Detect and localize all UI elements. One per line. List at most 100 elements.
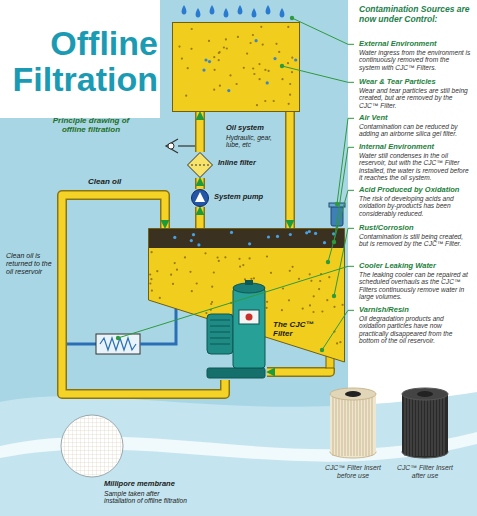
oil-particle — [213, 56, 215, 58]
leader-path — [282, 66, 354, 82]
water-drop — [266, 5, 271, 15]
oil-particle — [210, 309, 212, 311]
callout-text: Oil degradation products and oxidation p… — [359, 315, 471, 345]
water-line — [140, 308, 176, 344]
callout-text: Wear and tear particles are still being … — [359, 87, 471, 110]
oil-particle — [250, 42, 252, 44]
oil-particle — [326, 299, 328, 301]
oil-particle — [218, 59, 220, 61]
oil-particle — [211, 286, 213, 288]
leader-path — [328, 190, 354, 262]
oil-particle — [288, 299, 290, 301]
vent-body — [331, 206, 343, 226]
oil-particle — [333, 306, 335, 308]
insert-pleat — [339, 396, 340, 456]
oil-particle — [320, 273, 322, 275]
motor-fin — [210, 320, 230, 321]
air-space — [148, 228, 345, 248]
oil-particle — [328, 276, 330, 278]
leader-line — [326, 190, 354, 264]
leader-path — [337, 118, 354, 204]
oil-particle — [308, 230, 311, 233]
oil-particle — [218, 52, 220, 54]
oil-particle — [289, 270, 291, 272]
leader-path — [334, 147, 354, 242]
oil-particle — [281, 309, 283, 311]
oil-particle — [211, 301, 213, 303]
oil-particle — [208, 40, 210, 42]
motor-fin — [210, 332, 230, 333]
oil-particle — [230, 231, 233, 234]
insert-core — [345, 391, 361, 397]
oil-particle — [204, 58, 207, 61]
leader-line — [335, 118, 354, 206]
oil-particle — [266, 307, 268, 309]
insert-pleat — [366, 396, 367, 456]
oil-particle — [336, 342, 338, 344]
insert-pleat — [417, 396, 418, 456]
oil-particle — [298, 278, 300, 280]
motor-fin — [210, 344, 230, 345]
leader-dot — [335, 202, 339, 206]
oil-particle — [259, 78, 261, 80]
oil-particle — [292, 266, 294, 268]
oil-particle — [262, 44, 264, 46]
oil-particle — [287, 26, 289, 28]
oil-particle — [248, 242, 251, 245]
insert-pleat — [426, 396, 427, 456]
oil-particle — [242, 264, 244, 266]
oil-particle — [190, 239, 193, 242]
oil-particle — [156, 270, 158, 272]
oil-particle — [176, 269, 178, 271]
oil-particle — [204, 252, 206, 254]
membrane-grid — [62, 416, 122, 476]
oil-particle — [309, 273, 311, 275]
oil-particle — [197, 243, 200, 246]
node-note: Sample taken after installation of offli… — [104, 490, 190, 505]
leader-line — [290, 16, 354, 45]
pipe-outline — [195, 207, 205, 228]
node-label: CJC™ Filter Insert before use — [321, 464, 385, 480]
callout-heading: Rust/Corrosion — [359, 224, 471, 233]
oil-particle — [260, 26, 262, 28]
oil-particle — [205, 312, 207, 314]
oil-system-tank: Oil systemHydraulic, gear, lube, etc — [172, 22, 300, 112]
oil-particle — [202, 69, 205, 72]
oil-pipe — [200, 178, 201, 189]
cjc-filter-shape — [205, 280, 267, 380]
callout-heading: Internal Environment — [359, 143, 471, 152]
oil-particle — [287, 62, 289, 64]
cooler-symbol — [66, 308, 176, 354]
cooler-coil — [100, 338, 136, 350]
filter-insert-before: CJC™ Filter Insert before use — [326, 386, 380, 460]
water-drop — [252, 8, 257, 18]
oil-particle — [225, 38, 227, 40]
insert-pleat — [435, 396, 436, 456]
oil-particle — [342, 304, 344, 306]
leader-dot — [280, 64, 284, 68]
filter-base — [207, 368, 265, 378]
oil-particle — [223, 46, 225, 48]
oil-particle — [230, 302, 232, 304]
callout-heading: Cooler Leaking Water — [359, 262, 471, 271]
pipe-oil — [287, 112, 294, 228]
callout-text: Water still condenses in the oil reservo… — [359, 152, 471, 182]
oil-particle — [191, 290, 193, 292]
leader-line — [320, 310, 354, 352]
motor — [207, 314, 233, 354]
oil-particle — [264, 69, 266, 71]
insert-pleat — [438, 396, 439, 456]
insert-pleat — [369, 396, 370, 456]
callout-heading: Wear & Tear Particles — [359, 78, 471, 87]
leader-dot — [332, 294, 336, 298]
oil-particle — [173, 236, 176, 239]
node-label: Oil system — [226, 124, 278, 133]
inline-filter: Inline filter — [187, 152, 213, 178]
leader-path — [292, 18, 354, 44]
water-line — [66, 343, 96, 346]
oil-particle — [333, 331, 335, 333]
oil-particle — [318, 288, 320, 290]
oil-particle — [276, 235, 279, 238]
oil-particle — [332, 232, 335, 235]
